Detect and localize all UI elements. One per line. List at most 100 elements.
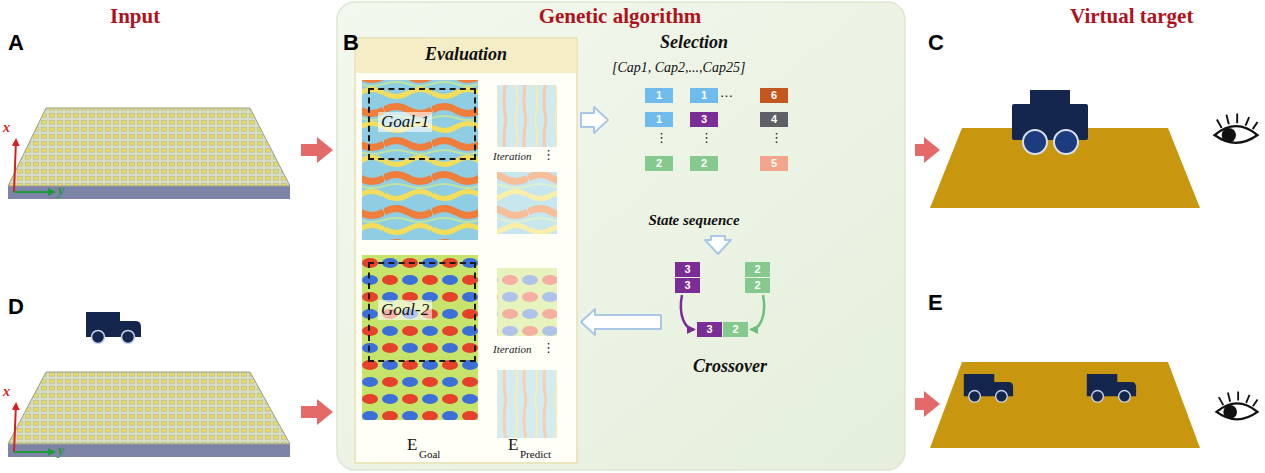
selection-group: Selection [Cap1, Cap2,...,Cap25] State seq… [612, 32, 777, 232]
axis-label: x [3, 384, 10, 399]
metasurface [8, 312, 290, 457]
node-title: C [928, 30, 944, 55]
field-map-small [497, 370, 557, 438]
axis-arrow [14, 451, 54, 453]
gene-box: 3 [697, 322, 722, 337]
car-object [1087, 374, 1136, 402]
truck-wheel [1054, 130, 1078, 154]
state-box: 4 [760, 112, 788, 127]
node-text: State sequence [648, 212, 739, 229]
gene-box: 2 [745, 278, 770, 293]
car-object [964, 374, 1013, 402]
algorithm-panel: B Genetic algorithmEvaluationGoal-1Goal-2… [337, 2, 905, 470]
iteration-label: Iteration [493, 150, 532, 162]
field-map-small [497, 268, 557, 336]
eye-icon [1215, 114, 1258, 143]
node-text: [Cap1, Cap2,...,Cap25] [612, 60, 745, 76]
axis-label: y [58, 443, 64, 458]
state-box: 2 [690, 156, 718, 171]
eye-icon [1217, 391, 1258, 419]
field-subscript: Goal [419, 448, 440, 460]
state-box: 1 [645, 88, 673, 103]
evaluation-box: EvaluationGoal-1Goal-2 [355, 38, 577, 463]
ellipsis: ⋮ [770, 131, 783, 145]
node-text: Input [110, 4, 160, 28]
box-number: 3 [701, 114, 707, 125]
field-map-small [497, 85, 557, 147]
axis-arrow [14, 404, 16, 452]
box-number: 2 [732, 324, 738, 335]
box-number: 2 [754, 280, 760, 291]
node-text: Genetic algorithm [539, 4, 702, 28]
metasurface-top [8, 108, 290, 186]
panel: CVirtual target [950, 0, 1265, 250]
panel: D [0, 272, 297, 472]
node-title: A [8, 30, 24, 55]
box-number: 3 [684, 264, 690, 275]
ground-plane [930, 362, 1200, 448]
ellipsis: ⋮ [655, 131, 668, 145]
box-number: 4 [771, 114, 777, 125]
metasurface-side [8, 186, 290, 199]
node-title: Crossover [693, 356, 767, 377]
panel-ground [337, 2, 905, 470]
gene-box: 3 [675, 262, 700, 277]
metasurface [8, 108, 290, 199]
field-symbol: E [508, 436, 518, 455]
field-map-small [497, 172, 557, 234]
node-title: Goal-1 [378, 112, 432, 132]
metasurface-top [8, 372, 290, 444]
box-number: 3 [706, 324, 712, 335]
state-box: 3 [690, 112, 718, 127]
ellipsis: … [720, 86, 733, 100]
node-title: Goal-2 [378, 300, 432, 320]
state-box: 5 [760, 156, 788, 171]
field-map [362, 80, 478, 240]
gene-box: 3 [675, 278, 700, 293]
state-box: 1 [690, 88, 718, 103]
node-title: Selection [660, 32, 728, 53]
box-number: 1 [701, 90, 707, 101]
node-title: D [8, 294, 24, 319]
box-number: 2 [754, 264, 760, 275]
ellipsis: ⋮ [542, 148, 555, 162]
box-number: 2 [656, 158, 662, 169]
box-number: 3 [684, 280, 690, 291]
truck-wheel [1023, 130, 1047, 154]
virtual-scene [930, 90, 1258, 208]
box-number: 1 [656, 114, 662, 125]
metasurface-side [8, 444, 290, 457]
goal-region: Goal-1 [368, 88, 476, 160]
crossover-arrow [751, 295, 764, 330]
ellipsis: ⋮ [700, 131, 713, 145]
flow-arrow [301, 399, 333, 425]
axis-label: y [58, 183, 64, 198]
car-object [86, 312, 141, 344]
gene-box: 2 [723, 322, 748, 337]
loop-arrow [581, 107, 608, 133]
loop-arrow [581, 309, 661, 335]
ground-plane [930, 128, 1200, 208]
truck-cab [1030, 90, 1070, 106]
axis-label: x [3, 120, 10, 135]
axis-arrow [14, 191, 54, 193]
field-subscript: Predict [520, 448, 551, 460]
iteration-label: Iteration [493, 343, 532, 355]
state-box: 6 [760, 88, 788, 103]
evaluation-frame [355, 38, 577, 463]
box-number: 5 [771, 158, 777, 169]
gene-box: 2 [745, 262, 770, 277]
virtual-scene [930, 362, 1258, 448]
panel: E [950, 272, 1265, 472]
flow-arrow [301, 137, 333, 163]
ellipsis: ⋮ [542, 341, 555, 355]
node-title: B [343, 30, 359, 55]
node-title: Evaluation [425, 44, 507, 65]
axis-arrow [14, 140, 16, 192]
node-text: Virtual target [1070, 4, 1193, 28]
panel: A Input [0, 0, 297, 268]
box-number: 6 [771, 90, 777, 101]
crossover-arrow [681, 295, 694, 330]
node-title: E [928, 290, 943, 315]
